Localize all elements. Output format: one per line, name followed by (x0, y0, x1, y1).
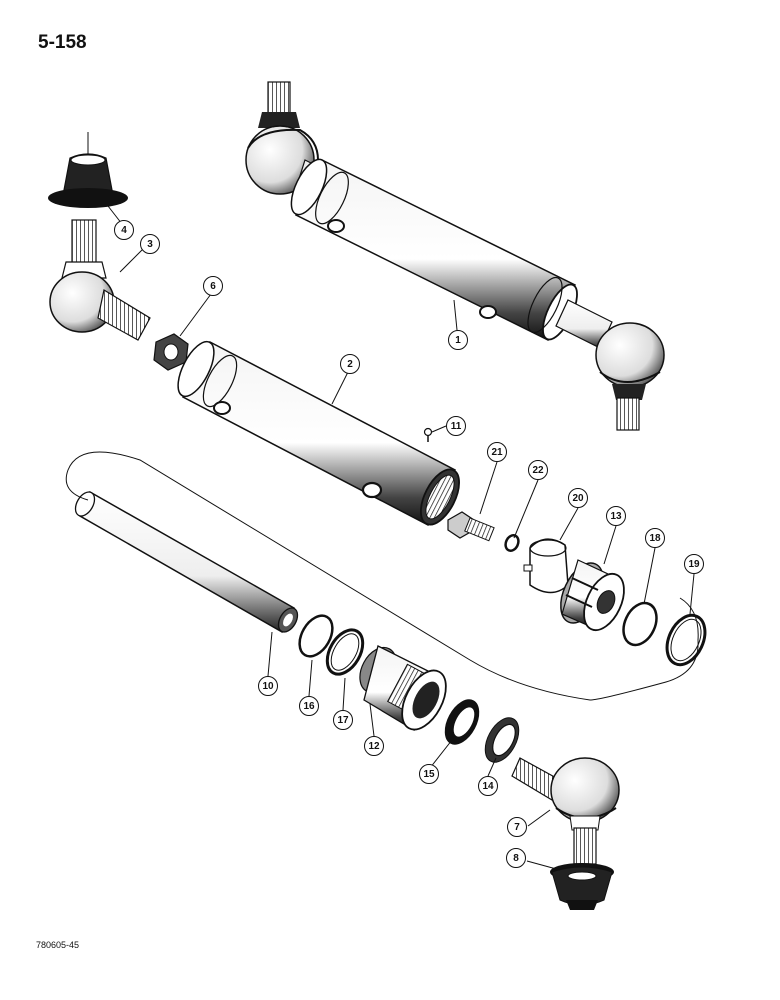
callout-11: 11 (446, 416, 466, 436)
o-ring (298, 614, 334, 658)
bolt (447, 511, 495, 542)
backup-ring (325, 628, 365, 676)
backup-ring (665, 613, 707, 667)
o-ring (622, 601, 658, 647)
callout-4: 4 (114, 220, 134, 240)
ball-joint-head (245, 125, 315, 195)
tie-rod-end-right (511, 757, 620, 865)
threaded-shank (97, 289, 151, 341)
callout-18: 18 (645, 528, 665, 548)
rod (74, 490, 299, 634)
leader-lines (107, 205, 695, 871)
piston (560, 559, 625, 632)
callout-8: 8 (506, 848, 526, 868)
callout-6: 6 (203, 276, 223, 296)
callout-13: 13 (606, 506, 626, 526)
gland (359, 645, 447, 731)
port-fitting (327, 219, 345, 233)
port-fitting (213, 401, 231, 415)
port-fitting (479, 305, 497, 319)
cylinder-barrel (177, 340, 460, 527)
callout-14: 14 (478, 776, 498, 796)
port-fitting (361, 481, 383, 499)
callout-15: 15 (419, 764, 439, 784)
callout-1: 1 (448, 330, 468, 350)
callout-21: 21 (487, 442, 507, 462)
callout-19: 19 (684, 554, 704, 574)
callout-7: 7 (507, 817, 527, 837)
cylinder-body (295, 158, 577, 342)
callout-17: 17 (333, 710, 353, 730)
ball-stud-thread (616, 397, 640, 431)
dust-cap (550, 863, 614, 910)
backup-ring-inner (330, 633, 360, 671)
callout-16: 16 (299, 696, 319, 716)
callout-22: 22 (528, 460, 548, 480)
tie-rod-end-left (49, 219, 151, 341)
callout-12: 12 (364, 736, 384, 756)
assembled-cylinder (245, 81, 665, 431)
backup-ring-inner (670, 618, 702, 662)
page-number: 5-158 (38, 32, 87, 53)
callout-10: 10 (258, 676, 278, 696)
callout-3: 3 (140, 234, 160, 254)
assembly-outline (65, 451, 699, 701)
callout-20: 20 (568, 488, 588, 508)
split-ring (523, 538, 569, 594)
callout-2: 2 (340, 354, 360, 374)
ball-stud-collar (258, 112, 300, 128)
lock-washer (504, 534, 520, 552)
figure-code: 780605-45 (36, 940, 80, 950)
dust-cap (48, 132, 128, 208)
grease-fitting (423, 427, 433, 442)
